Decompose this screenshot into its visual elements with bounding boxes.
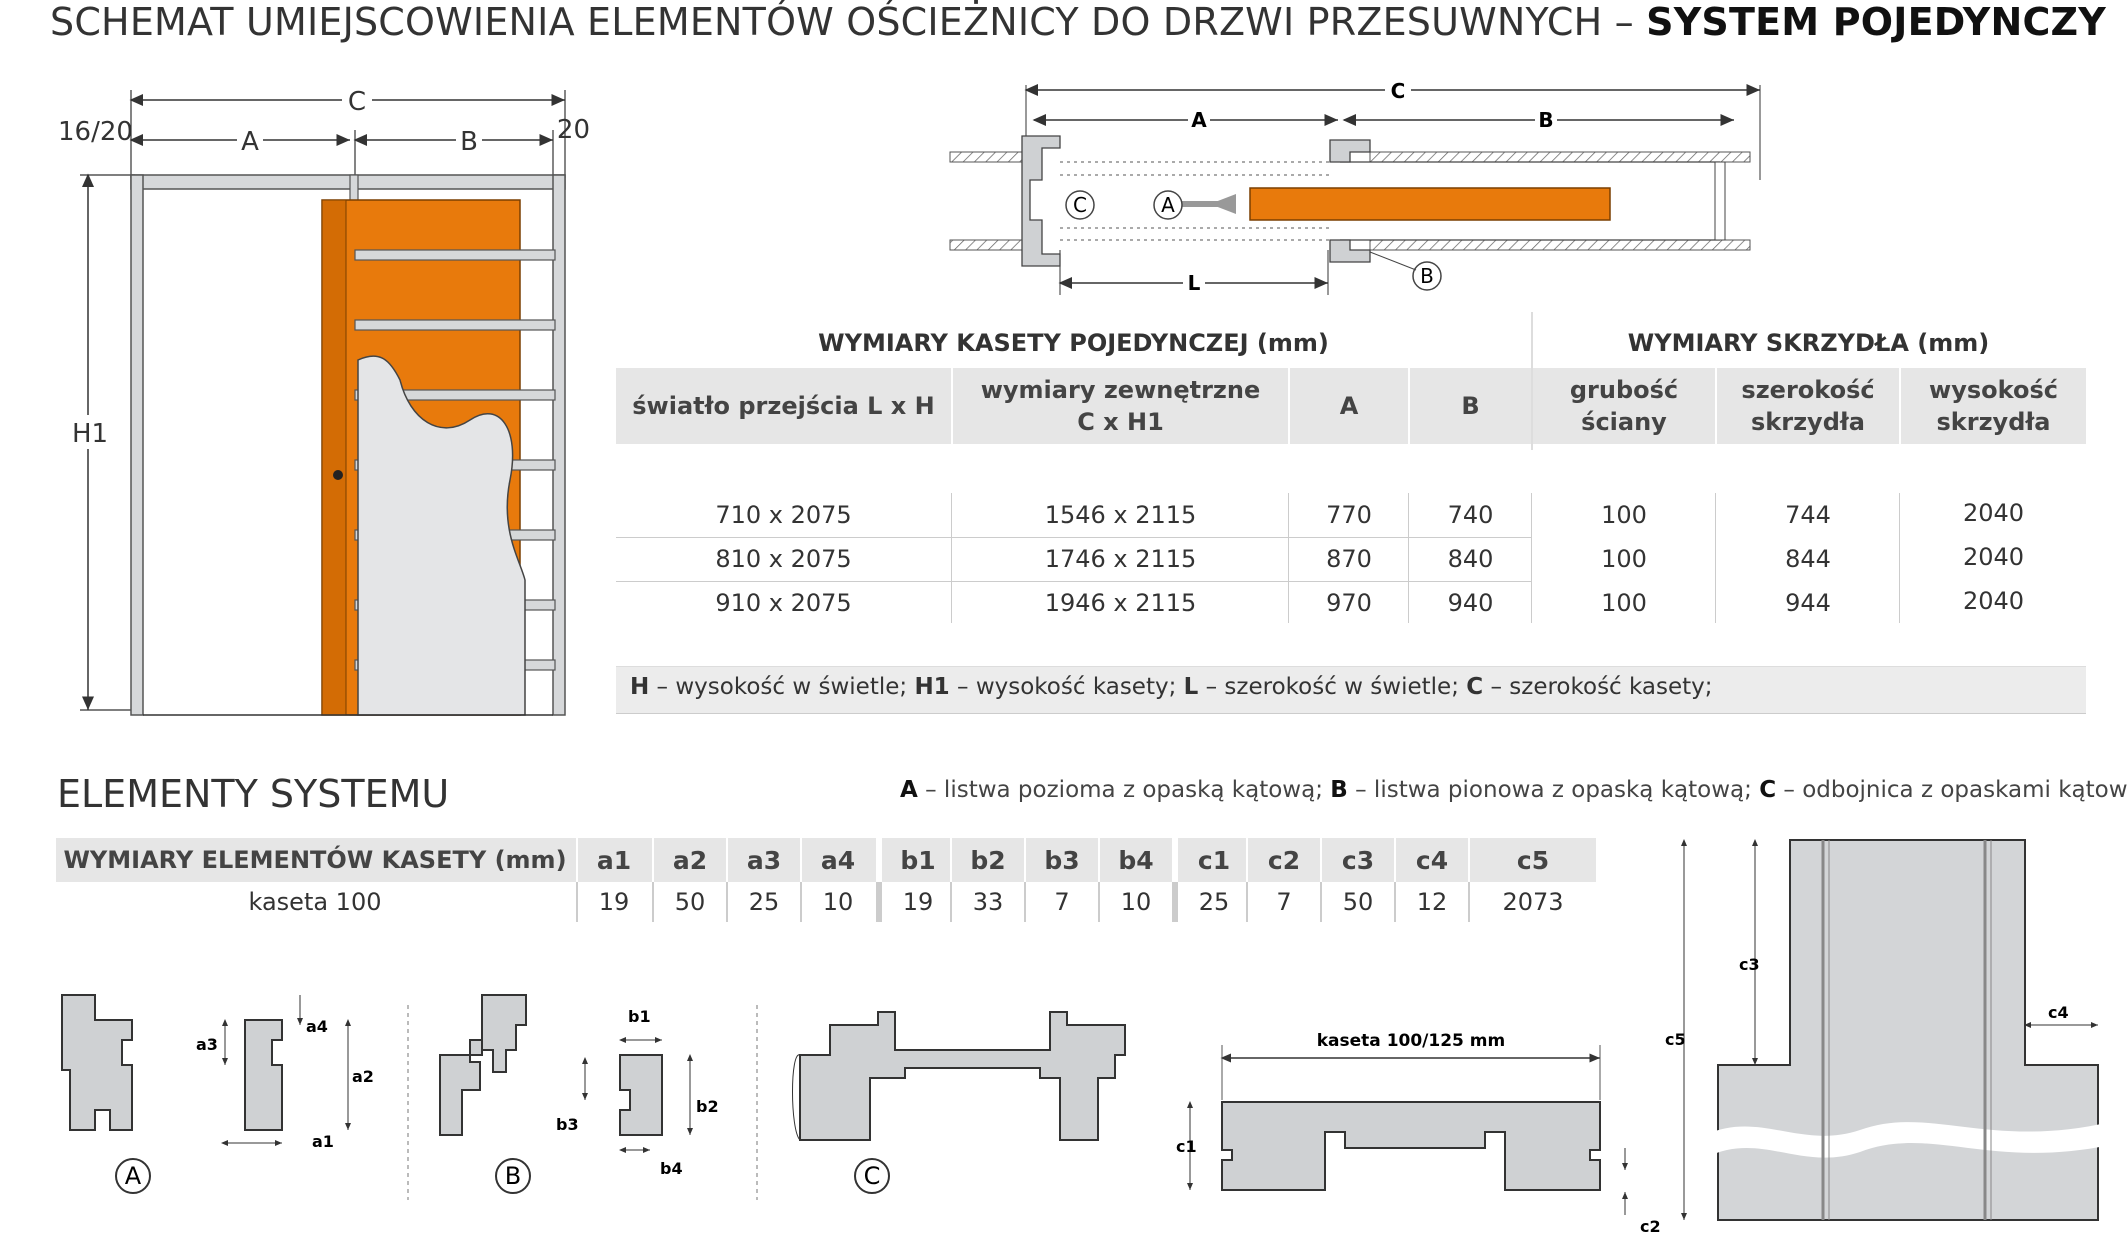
elements-header-label: WYMIARY ELEMENTÓW KASETY (mm) — [63, 846, 567, 874]
plan-callout-c: C — [1073, 193, 1087, 217]
page-title: SCHEMAT UMIEJSCOWIENIA ELEMENTÓW OŚCIEŻN… — [50, 0, 2106, 44]
plan-drawing: C A B L C A B — [949, 76, 1761, 296]
title-bold: SYSTEM POJEDYNCZY — [1646, 0, 2107, 44]
dim-left-label: 16/20 — [58, 117, 133, 147]
svg-text:b1: b1 — [628, 1007, 651, 1026]
elements-col-value: 10 — [800, 882, 874, 922]
elements-col-value: 10 — [1098, 882, 1172, 922]
elements-col-value: 12 — [1394, 882, 1468, 922]
svg-text:C: C — [864, 1162, 881, 1190]
elements-col-value: 25 — [1172, 882, 1250, 922]
door-handle — [333, 470, 343, 480]
svg-text:b4: b4 — [660, 1159, 683, 1178]
elements-col-header: c4 — [1394, 838, 1468, 882]
elements-row-label: kaseta 100 — [248, 888, 382, 916]
elements-col-header: b1 — [876, 838, 954, 882]
plan-dim-c-label: C — [1391, 79, 1406, 103]
frame-right-post — [552, 174, 566, 716]
elements-col-header: b2 — [950, 838, 1024, 882]
elements-col-header: b4 — [1098, 838, 1172, 882]
elements-col-value: 7 — [1246, 882, 1320, 922]
svg-text:c5: c5 — [1665, 1030, 1686, 1049]
elements-legend: A – listwa pozioma z opaską kątową; B – … — [900, 777, 2127, 803]
plan-door-leaf — [1249, 187, 1611, 221]
elements-col-header: c2 — [1246, 838, 1320, 882]
elements-col-header: c5 — [1468, 838, 1596, 882]
svg-text:a1: a1 — [312, 1132, 334, 1151]
plan-dim-b-label: B — [1538, 108, 1553, 132]
table-row: 910 x 2075 1946 x 2115 970 940 100 944 2… — [715, 587, 2025, 617]
header-row-leaf — [1533, 368, 2086, 444]
elements-col-value: 50 — [652, 882, 726, 922]
elements-col-value: 25 — [726, 882, 800, 922]
plan-wall-bottom — [1369, 239, 1751, 251]
profiles-drawing: A a3 a4 a2 a1 B b1 b2 b3 b4 C kaseta 100… — [61, 839, 2110, 1234]
elements-col-header: a3 — [726, 838, 800, 882]
elements-table: WYMIARY ELEMENTÓW KASETY (mm) kaseta 100… — [56, 838, 1596, 930]
dim-h1-label: H1 — [72, 419, 108, 449]
elements-col-value: 19 — [876, 882, 954, 922]
elements-col-value: 19 — [576, 882, 650, 922]
elevation-drawing: C A B 16/20 20 H1 — [58, 86, 590, 716]
dim-c-label: C — [348, 87, 366, 117]
plan-callout-a: A — [1161, 193, 1175, 217]
header-row-cassette — [616, 368, 1531, 444]
elements-col-header: a1 — [576, 838, 650, 882]
svg-text:A: A — [125, 1162, 142, 1190]
svg-text:c1: c1 — [1176, 1137, 1197, 1156]
elements-col-value: 50 — [1320, 882, 1394, 922]
col-b-header: B — [1461, 392, 1480, 420]
dim-b-label: B — [460, 127, 478, 157]
profile-b: B b1 b2 b3 b4 — [439, 994, 719, 1194]
col-a-header: A — [1339, 392, 1359, 420]
elements-col-value: 2073 — [1468, 882, 1596, 922]
profile-c: C — [792, 1011, 1126, 1194]
legend-bar — [616, 666, 2086, 714]
frame-top — [130, 174, 566, 190]
plan-dim-l-label: L — [1188, 271, 1201, 295]
svg-text:B: B — [505, 1162, 521, 1190]
elements-col-header: c1 — [1172, 838, 1250, 882]
table-row: 710 x 2075 1546 x 2115 770 740 100 744 2… — [715, 499, 2025, 529]
elements-col-value: 33 — [950, 882, 1024, 922]
svg-text:b2: b2 — [696, 1097, 719, 1116]
svg-text:c4: c4 — [2048, 1003, 2069, 1022]
cassette-section: kaseta 100/125 mm c1 c2 — [1176, 1031, 1661, 1234]
plan-callout-b: B — [1420, 264, 1434, 288]
elements-col-header: a2 — [652, 838, 726, 882]
post-section: c5 c3 c4 — [1665, 839, 2110, 1221]
wall-cutaway — [357, 355, 526, 716]
cassette-rows: 710 x 2075 1546 x 2115 770 740 100 744 2… — [616, 493, 2086, 623]
plan-dim-a-label: A — [1191, 108, 1207, 132]
svg-text:b3: b3 — [556, 1115, 579, 1134]
dim-a-label: A — [241, 127, 259, 157]
legend-top: H – wysokość w świetle; H1 – wysokość ka… — [630, 674, 1713, 700]
group-leaf-header: WYMIARY SKRZYDŁA (mm) — [1627, 329, 1990, 357]
plan-wall-top — [1369, 151, 1751, 163]
svg-text:c3: c3 — [1739, 955, 1760, 974]
elements-col-header: b3 — [1024, 838, 1098, 882]
svg-text:a2: a2 — [352, 1067, 374, 1086]
dim-right-label: 20 — [557, 115, 590, 145]
svg-text:c2: c2 — [1640, 1217, 1661, 1234]
frame-left-post — [130, 174, 144, 716]
profile-a: A a3 a4 a2 a1 — [61, 994, 374, 1194]
col-opening-header: światło przejścia L x H — [632, 392, 935, 420]
svg-text:a3: a3 — [196, 1035, 218, 1054]
elements-heading: ELEMENTY SYSTEMU — [57, 772, 450, 816]
elements-col-value: 7 — [1024, 882, 1098, 922]
title-main: SCHEMAT UMIEJSCOWIENIA ELEMENTÓW OŚCIEŻN… — [50, 0, 1647, 44]
elements-col-header: a4 — [800, 838, 874, 882]
svg-text:a4: a4 — [306, 1017, 328, 1036]
svg-text:kaseta 100/125 mm: kaseta 100/125 mm — [1317, 1031, 1505, 1051]
plan-jamb-left — [1021, 135, 1061, 267]
elements-col-header: c3 — [1320, 838, 1394, 882]
table-row: 810 x 2075 1746 x 2115 870 840 100 844 2… — [715, 543, 2025, 573]
group-cassette-header: WYMIARY KASETY POJEDYNCZEJ (mm) — [818, 329, 1329, 357]
